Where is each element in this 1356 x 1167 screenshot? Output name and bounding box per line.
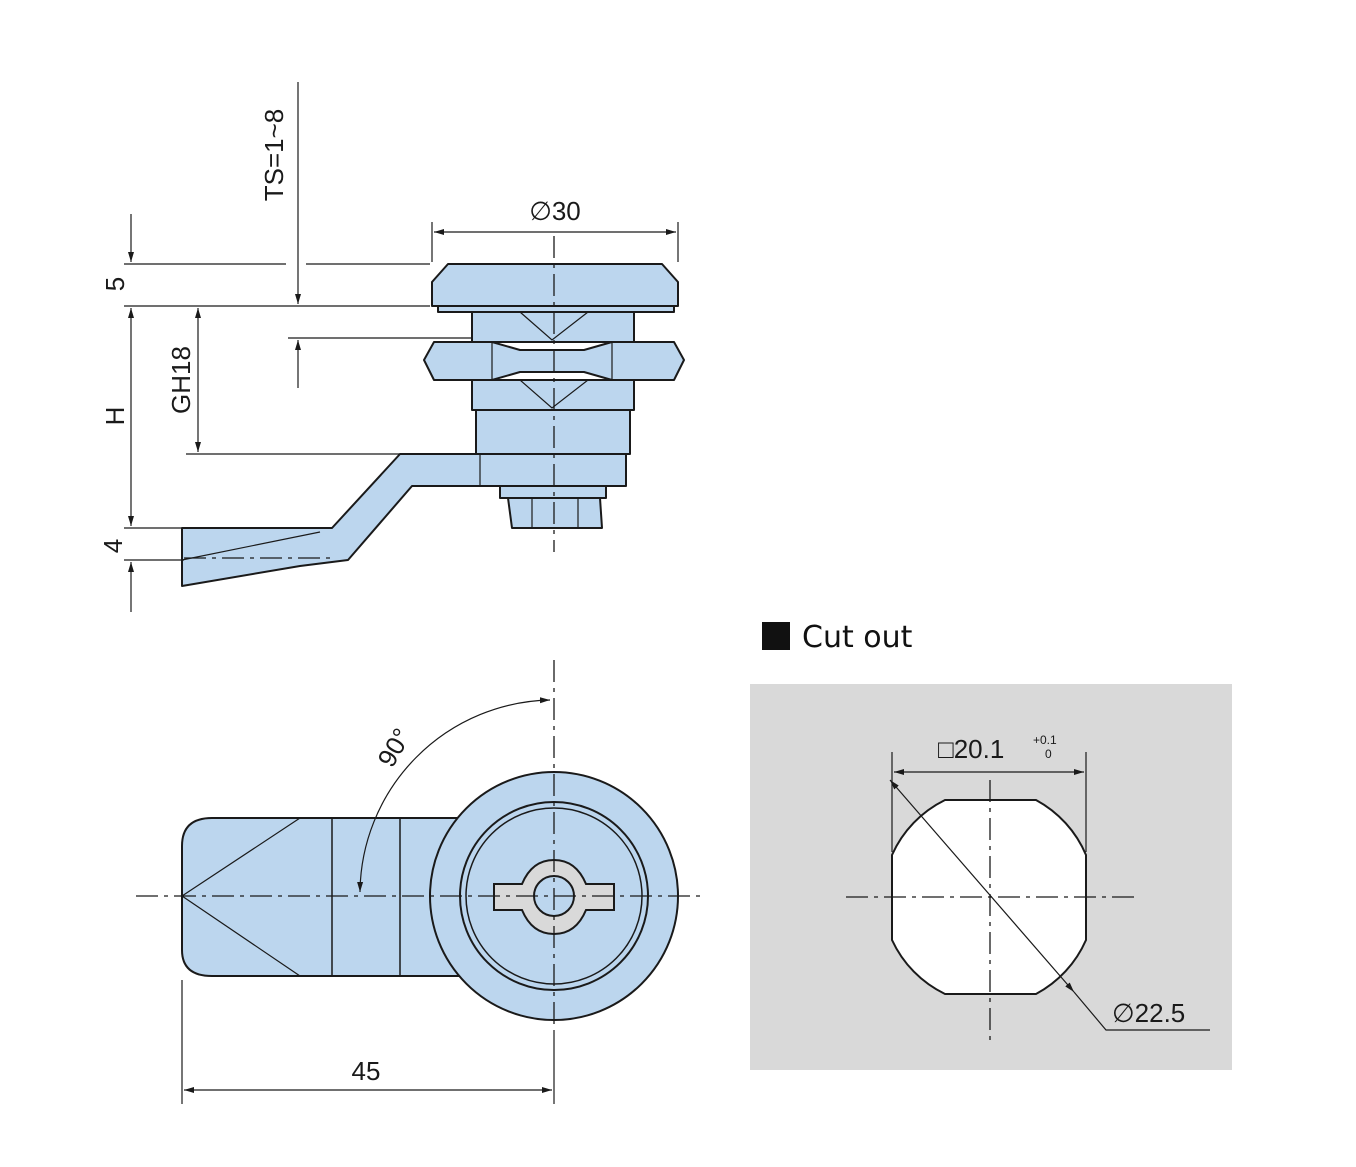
tol-lower: 0 xyxy=(1045,747,1052,761)
cam-screw-nut xyxy=(507,497,603,529)
tol-upper: +0.1 xyxy=(1033,733,1057,747)
dim-top: 5 xyxy=(100,277,130,291)
collar xyxy=(475,409,631,455)
cutout-heading-marker xyxy=(762,622,790,650)
threaded-body xyxy=(471,311,635,343)
dim-ts: TS=1~8 xyxy=(259,109,289,202)
dim-length: 45 xyxy=(352,1056,381,1086)
dim-diameter: ∅30 xyxy=(529,196,581,226)
dim-cam: 4 xyxy=(98,539,128,553)
dim-cutout-diameter: ∅22.5 xyxy=(1112,998,1185,1028)
dim-angle: 90° xyxy=(371,723,417,772)
dim-square: □20.1 xyxy=(938,734,1004,764)
head-cap xyxy=(431,263,679,307)
cutout-heading: Cut out xyxy=(802,620,913,655)
lock-body xyxy=(181,263,685,587)
cam-screw-washer xyxy=(499,485,607,499)
front-view: 90° 45 xyxy=(136,660,702,1104)
dim-gh: GH18 xyxy=(166,346,196,414)
sleeve xyxy=(471,379,635,411)
side-view: ∅30 TS=1~8 5 H GH18 4 xyxy=(98,82,685,612)
front-cam-lever xyxy=(181,817,461,977)
rotation-arc xyxy=(357,697,551,893)
cutout-section: Cut out □20.1 +0.1 0 ∅22.5 xyxy=(750,620,1232,1070)
cam-lever xyxy=(181,453,627,587)
dim-line-cutout-diameter xyxy=(889,779,1075,993)
dim-h: H xyxy=(100,407,130,426)
